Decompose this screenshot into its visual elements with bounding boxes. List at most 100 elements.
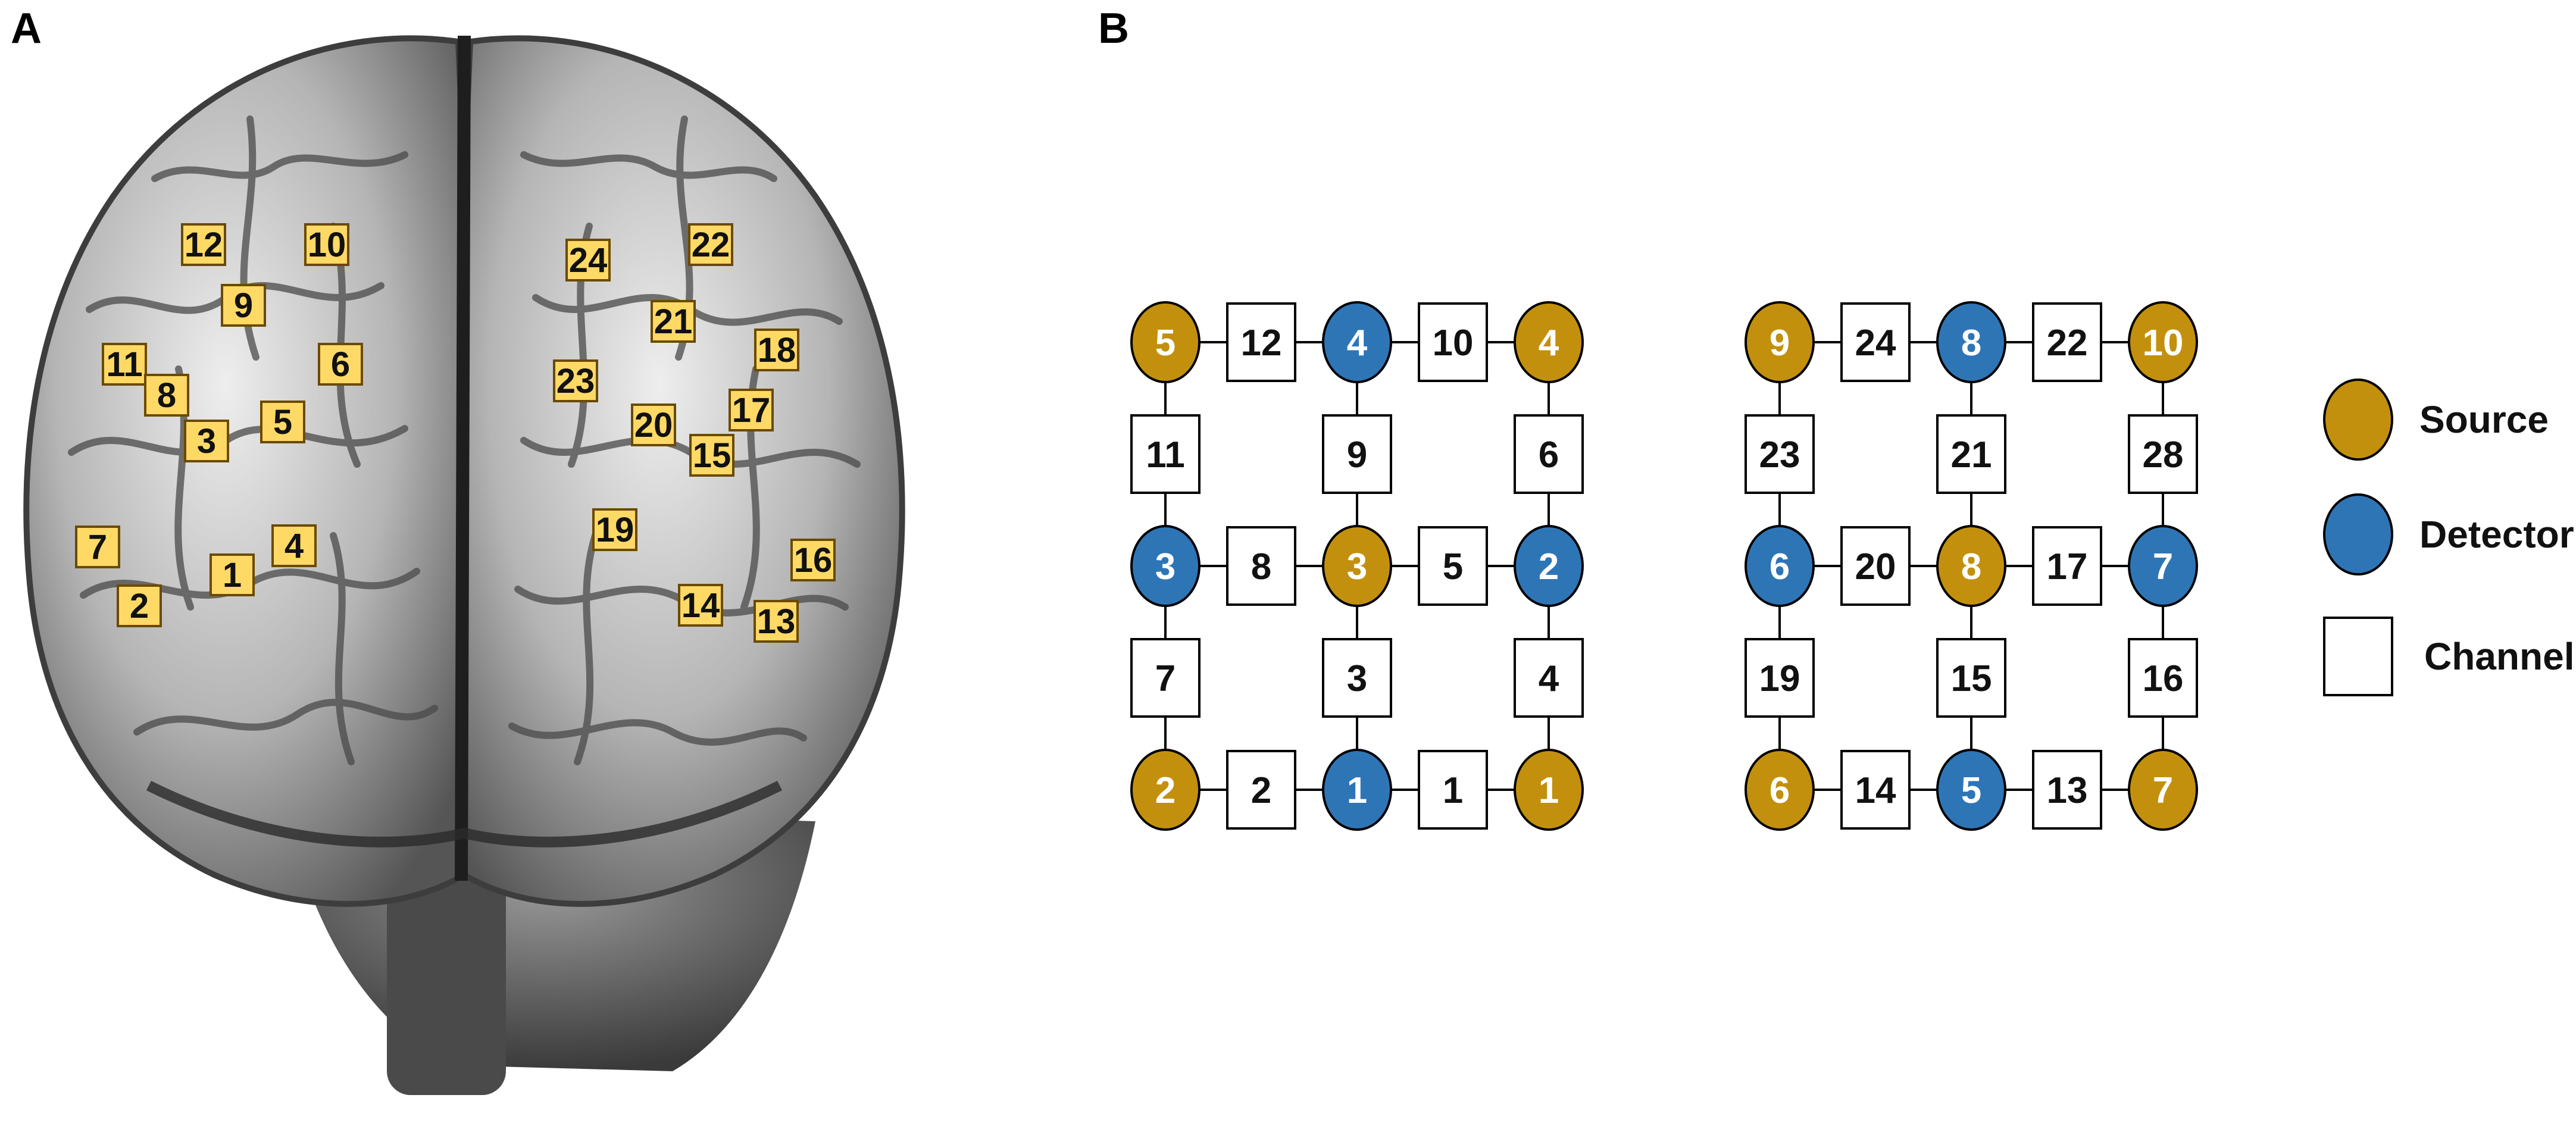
legend-source-label: Source — [2419, 398, 2549, 441]
brain-label-box — [304, 223, 349, 266]
source-node: 4 — [1514, 301, 1584, 383]
brain-channel-label: 21 — [651, 300, 696, 343]
channel-node: 9 — [1322, 414, 1392, 494]
channel-node: 6 — [1514, 414, 1584, 494]
brain-label-text: 15 — [693, 436, 731, 475]
brain-label-box — [260, 401, 305, 443]
source-node: 3 — [1322, 525, 1392, 607]
brain-label-box — [790, 539, 836, 581]
legend: Source Detector Channel — [2323, 379, 2574, 696]
source-circle — [1130, 749, 1201, 831]
brain-label-text: 11 — [106, 345, 142, 384]
panel-b-label: B — [1098, 5, 1129, 52]
detector-node: 2 — [1514, 525, 1584, 607]
channel-label: 13 — [2047, 770, 2088, 811]
brain-label-text: 18 — [758, 331, 796, 370]
brain-channel-label: 12 — [181, 223, 226, 266]
channel-label: 19 — [1759, 658, 1800, 699]
channel-label: 23 — [1759, 434, 1800, 476]
channel-box — [1322, 638, 1392, 718]
brain-channel-label: 20 — [631, 404, 676, 446]
channel-label: 9 — [1347, 434, 1367, 476]
brain-channel-label: 7 — [75, 526, 120, 568]
brain-label-text: 12 — [185, 226, 223, 264]
channel-label: 5 — [1443, 546, 1463, 587]
channel-label: 1 — [1443, 770, 1463, 811]
brain-label-box — [271, 524, 317, 567]
source-label: 8 — [1961, 546, 1981, 587]
detector-label: 7 — [2153, 546, 2173, 587]
channel-label: 2 — [1251, 770, 1271, 811]
panel-a-label: A — [11, 5, 42, 52]
detector-node: 1 — [1322, 749, 1392, 831]
brain-label-text: 13 — [757, 602, 796, 641]
channel-label: 24 — [1855, 323, 1896, 364]
channel-node: 7 — [1130, 638, 1201, 718]
detector-circle — [2128, 525, 2198, 607]
brain-channel-label: 3 — [184, 420, 229, 462]
brain-channel-label: 15 — [689, 434, 734, 477]
brain-label-box — [102, 343, 147, 386]
channel-node: 13 — [2032, 750, 2102, 830]
channel-label: 12 — [1241, 323, 1282, 364]
detector-circle — [1322, 301, 1392, 383]
source-node: 10 — [2128, 301, 2198, 383]
brain-label-box — [75, 526, 120, 568]
source-label: 1 — [1539, 770, 1559, 811]
detector-circle — [1745, 525, 1815, 607]
channel-box — [1322, 414, 1392, 494]
brain-label-box — [565, 239, 611, 282]
brain-label-box — [184, 420, 229, 462]
brain-channel-label: 24 — [565, 239, 611, 282]
legend-detector-label: Detector — [2419, 513, 2574, 556]
brain-channel-label: 23 — [553, 359, 598, 402]
channel-box — [1418, 302, 1488, 382]
source-node: 7 — [2128, 749, 2198, 831]
source-label: 3 — [1347, 546, 1367, 587]
source-circle — [1936, 525, 2006, 607]
channel-node: 15 — [1936, 638, 2006, 718]
detector-node: 8 — [1936, 301, 2006, 383]
detector-label: 2 — [1539, 546, 1559, 587]
brain-channel-label: 8 — [144, 374, 189, 417]
brain-channel-label: 1 — [210, 553, 255, 596]
brain-label-text: 17 — [732, 391, 771, 430]
detector-node: 7 — [2128, 525, 2198, 607]
brain-label-text: 4 — [285, 527, 304, 565]
detector-label: 6 — [1770, 546, 1790, 587]
brain-channel-label: 5 — [260, 401, 305, 443]
channel-node: 4 — [1514, 638, 1584, 718]
source-circle — [1745, 749, 1815, 831]
channel-node: 5 — [1418, 526, 1488, 606]
channel-box — [2128, 414, 2198, 494]
brain-channel-label: 14 — [678, 584, 723, 627]
channel-box — [1514, 414, 1584, 494]
brain-label-box — [117, 584, 162, 627]
channel-node: 11 — [1130, 414, 1201, 494]
channel-node: 19 — [1745, 638, 1815, 718]
channel-label: 8 — [1251, 546, 1271, 587]
brain-label-box — [592, 508, 637, 551]
channel-node: 28 — [2128, 414, 2198, 494]
brain-label-box — [651, 300, 696, 343]
channel-label: 22 — [2047, 323, 2088, 364]
brain-label-box — [689, 434, 734, 477]
source-circle — [2128, 749, 2198, 831]
brain-label-text: 10 — [308, 226, 346, 264]
channel-label: 17 — [2047, 546, 2088, 587]
brain-label-box — [181, 223, 226, 266]
channel-node: 3 — [1322, 638, 1392, 718]
channel-node: 17 — [2032, 526, 2102, 606]
channel-label: 7 — [1155, 658, 1176, 699]
channel-label: 20 — [1855, 546, 1896, 587]
channel-node: 12 — [1226, 302, 1296, 382]
source-label: 6 — [1770, 770, 1790, 811]
channel-box — [1514, 638, 1584, 718]
channel-label: 21 — [1951, 434, 1992, 476]
channel-label: 16 — [2143, 658, 2184, 699]
brain-label-text: 9 — [234, 286, 253, 325]
detector-node: 3 — [1130, 525, 1201, 607]
